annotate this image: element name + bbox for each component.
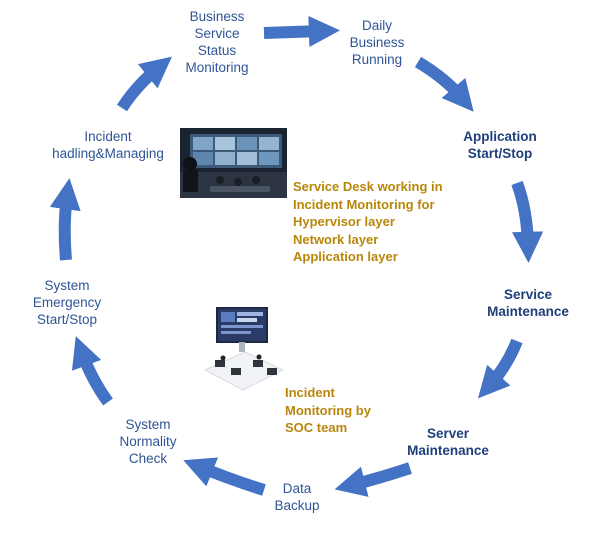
step-incident-handling-managing: Incident hadling&Managing: [52, 129, 164, 161]
service-desk-photo: [180, 128, 287, 198]
step-daily-business-running: Daily Business Running: [349, 18, 405, 67]
step-service-maintenance: Service Maintenance: [487, 287, 569, 319]
soc-note: Incident Monitoring by SOC team: [285, 385, 371, 435]
arrow-backup-to-normality: [183, 457, 266, 496]
step-application-start-stop: Application Start/Stop: [463, 129, 537, 161]
arrow-server-to-backup: [334, 462, 412, 497]
arrow-application-to-service: [511, 180, 544, 263]
step-system-normality-check: System Normality Check: [119, 417, 177, 466]
arrow-daily-to-application: [414, 56, 474, 112]
step-data-backup: Data Backup: [274, 481, 320, 513]
step-business-service-status-monitoring: Business Service Status Monitoring: [185, 9, 249, 75]
arrow-monitoring-to-daily: [263, 15, 340, 48]
arrow-service-to-server: [478, 338, 523, 399]
arrow-normality-to-emergency: [71, 336, 113, 406]
service-desk-note: Service Desk working in Incident Monitor…: [293, 179, 443, 264]
step-server-maintenance: Server Maintenance: [407, 426, 489, 458]
soc-illustration: [201, 300, 285, 400]
arrow-emergency-to-incident: [49, 178, 81, 261]
arrow-incident-to-monitoring: [116, 56, 172, 112]
step-system-emergency-start-stop: System Emergency Start/Stop: [32, 278, 102, 327]
